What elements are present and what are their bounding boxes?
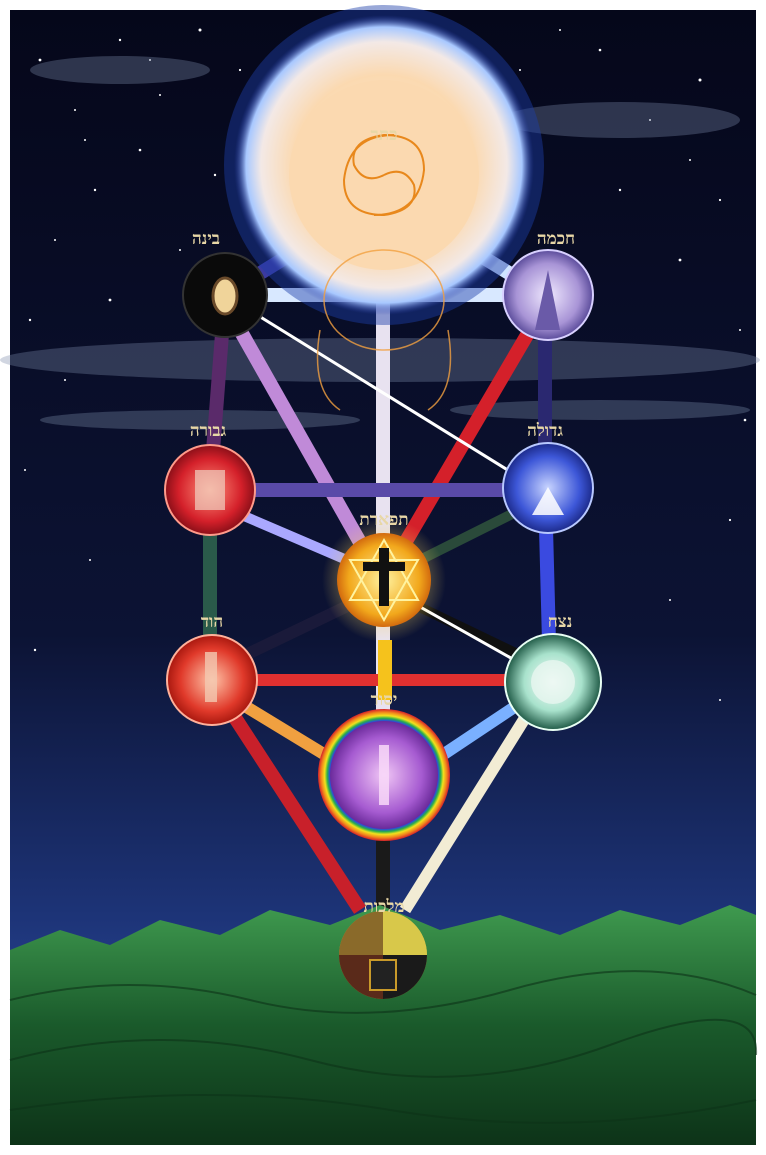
sefirah-netzach xyxy=(505,634,601,730)
sefirah-chokhmah xyxy=(503,250,593,340)
label-malkhut: מלכות xyxy=(363,897,404,917)
sefirah-binah xyxy=(183,253,267,337)
sefirah-gevurah xyxy=(165,445,255,535)
sefirah-tiferet xyxy=(322,518,446,642)
label-netzach: נצח xyxy=(548,612,573,632)
label-gedulah: גדולה xyxy=(527,421,563,441)
cross-icon xyxy=(379,548,389,606)
label-binah: בינה xyxy=(192,229,220,249)
sefirah-keter xyxy=(224,5,544,325)
sefirah-yesod xyxy=(318,709,450,841)
label-hod: הוד xyxy=(201,612,223,632)
label-keter: כתר xyxy=(370,125,397,145)
label-gevurah: גבורה xyxy=(190,421,227,441)
label-chokhmah: חכמה xyxy=(537,229,575,249)
sefirah-malkhut xyxy=(339,911,427,999)
label-tiferet: תפארת xyxy=(359,510,408,530)
sefirah-gedulah xyxy=(503,443,593,533)
label-yesod: יסוד xyxy=(371,690,398,710)
sefirah-hod xyxy=(167,635,257,725)
